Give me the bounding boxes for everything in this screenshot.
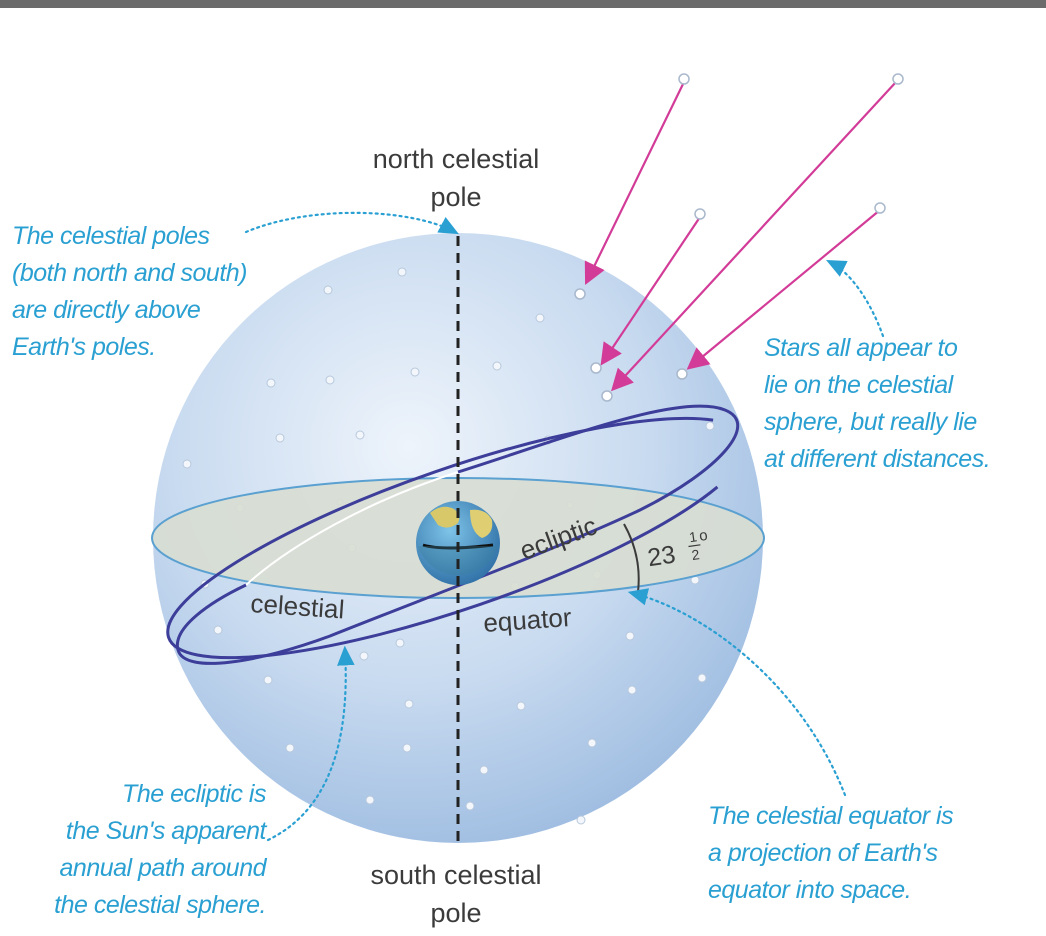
north-pole-label-line2: pole (430, 182, 481, 212)
equator-label: equator (482, 602, 572, 638)
note-equator-line: The celestial equator is (708, 802, 954, 830)
top-bar (0, 0, 1046, 8)
note-stars-line: lie on the celestial (764, 371, 953, 399)
note-poles-line: (both north and south) (12, 259, 248, 287)
note-stars-line: Stars all appear to (764, 334, 958, 362)
ecliptic-ring (166, 416, 750, 660)
tilt-whole: 23 (646, 541, 677, 573)
tilt-degree: o (698, 527, 709, 545)
callout-lines (244, 211, 885, 842)
note-stars-line: at different distances. (764, 445, 991, 473)
note-equator-line: a projection of Earth's (708, 839, 938, 867)
tilt-denominator: 2 (691, 546, 701, 563)
note-poles-line: The celestial poles (12, 222, 210, 250)
note-poles-line: Earth's poles. (12, 333, 156, 361)
note-poles-line: are directly above (12, 296, 201, 324)
note-stars-line: sphere, but really lie (764, 408, 977, 436)
north-pole-label-line1: north celestial (373, 144, 540, 174)
note-equator: The celestial equator is a projection of… (708, 798, 954, 909)
star-arrows (584, 81, 897, 392)
note-equator-line: equator into space. (708, 876, 912, 904)
note-ecliptic-line: annual path around (59, 854, 267, 882)
celestial-label: celestial (250, 588, 346, 624)
note-ecliptic: The ecliptic is the Sun's apparent annua… (10, 776, 266, 924)
south-pole-label-line2: pole (430, 898, 481, 928)
star-dot-icon (574, 73, 904, 402)
note-ecliptic-line: the Sun's apparent (65, 817, 267, 845)
note-ecliptic-line: The ecliptic is (122, 780, 266, 808)
tilt-fraction-bar (688, 544, 701, 548)
tilt-numerator: 1 (688, 528, 698, 545)
tilt-angle-arc (623, 523, 640, 593)
note-ecliptic-line: the celestial sphere. (54, 891, 266, 919)
note-poles: The celestial poles (both north and sout… (12, 218, 248, 366)
ecliptic-back-arc (245, 471, 459, 586)
ecliptic-front-arc (175, 404, 740, 665)
note-stars: Stars all appear to lie on the celestial… (764, 330, 991, 478)
tilt-angle-label: 23 1 2 o (646, 527, 709, 573)
south-pole-label-line1: south celestial (370, 860, 541, 890)
